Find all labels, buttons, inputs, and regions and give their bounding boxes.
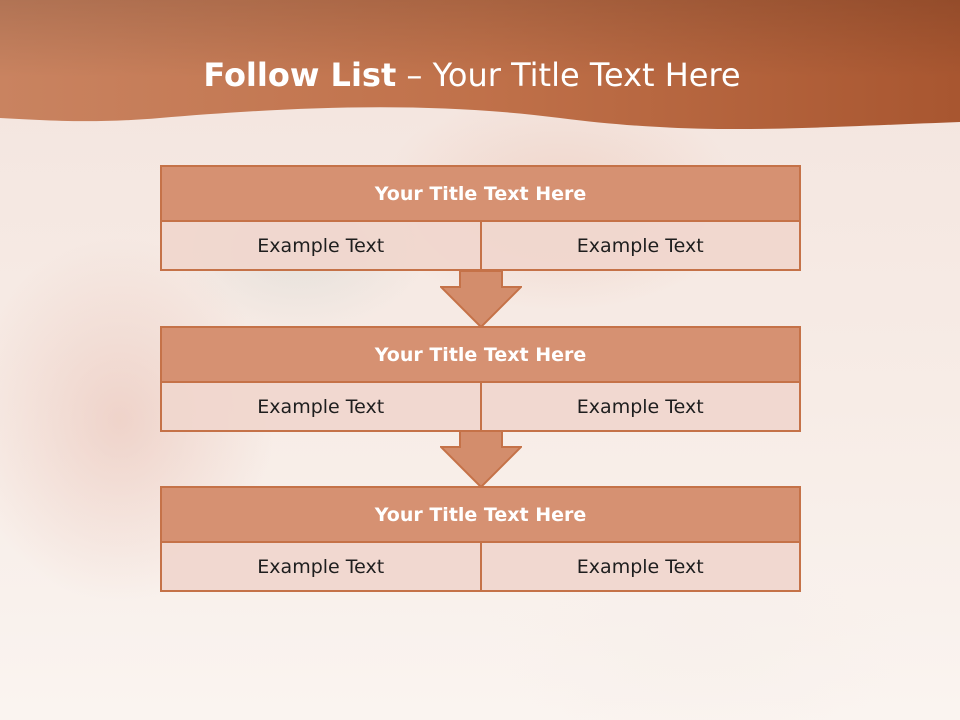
flow-block-3: Your Title Text Here Example Text Exampl…: [160, 486, 801, 592]
flow-block-title: Your Title Text Here: [160, 486, 801, 543]
header-band: [0, 0, 960, 130]
flow-block-row: Example Text Example Text: [160, 383, 801, 432]
flow-cell-right: Example Text: [481, 222, 801, 271]
slide-title-bold: Follow List: [203, 56, 397, 94]
flow-block-row: Example Text Example Text: [160, 543, 801, 592]
flow-cell-right: Example Text: [481, 543, 801, 592]
flow-block-2: Your Title Text Here Example Text Exampl…: [160, 326, 801, 432]
flow-block-title: Your Title Text Here: [160, 326, 801, 383]
down-arrow-icon: [440, 270, 522, 328]
flow-cell-right: Example Text: [481, 383, 801, 432]
slide-title: Follow List – Your Title Text Here: [0, 52, 944, 98]
flow-block-1: Your Title Text Here Example Text Exampl…: [160, 165, 801, 271]
flow-cell-left: Example Text: [160, 543, 482, 592]
flow-cell-left: Example Text: [160, 383, 482, 432]
flow-cell-left: Example Text: [160, 222, 482, 271]
down-arrow-icon: [440, 430, 522, 488]
flow-block-row: Example Text Example Text: [160, 222, 801, 271]
flow-block-title: Your Title Text Here: [160, 165, 801, 222]
slide-title-rest: – Your Title Text Here: [396, 56, 741, 94]
